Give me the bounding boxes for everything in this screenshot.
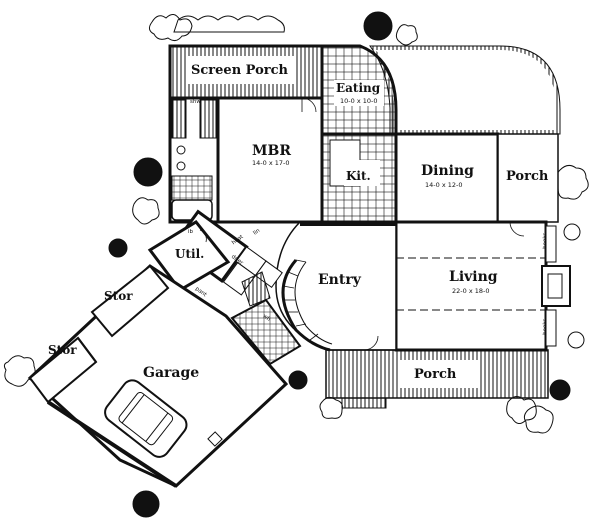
mbr-label: MBR [252,143,291,159]
dining-label: Dining [421,163,474,179]
shrub-bottom-right-2 [523,405,554,434]
small-stair [241,271,271,307]
bookshelf-top [545,225,557,263]
tree-right-bottom [549,379,571,401]
tree-top-right [363,11,393,41]
stor-lower-label: Stor [48,343,77,357]
shrub-bottom-right [506,396,537,424]
car-icon [104,379,188,458]
shrub-right-mid [563,223,581,241]
mbr-dims: 14-0 x 17-0 [252,159,290,167]
hedge-top [173,15,285,33]
tree-bottom-left [132,490,160,518]
shrub-util [108,238,128,258]
eating-label: Eating [336,81,381,95]
util-label: Util. [175,247,205,261]
powder-room [230,298,302,366]
kitchen-label: Kit. [346,169,371,183]
stor-upper-label: Stor [104,289,133,303]
utility-room [147,220,231,292]
shrub-right-low [567,331,585,349]
tree-front-left [288,370,308,390]
shrub-front-porch [319,396,343,419]
living-dims: 22-0 x 18-0 [452,287,490,295]
shrub-bottom-left [3,355,36,387]
living-label: Living [449,269,498,285]
dining-room [394,132,500,224]
shrub-left-mid [132,197,160,225]
garage-label: Garage [143,365,200,381]
shrub-right-porch [554,164,589,200]
curved-stair [281,259,331,352]
books-bottom-label: books [542,318,549,335]
ib-label: ib [188,229,194,235]
shower-stall [171,99,187,139]
porch-right [497,133,559,223]
front-porch [325,349,549,399]
door-swings [199,97,525,351]
screen-porch-label: Screen Porch [191,63,288,78]
entry-label: Entry [318,272,361,288]
living-room [394,220,548,352]
eating-dims: 10-0 x 10-0 [340,97,378,105]
dining-dims: 14-0 x 12-0 [425,181,463,189]
storage-upper [90,264,170,338]
porch-right-label: Porch [506,169,549,184]
bookshelf-bottom [545,309,557,347]
tree-left-mid [133,157,163,187]
shrub-top-left [148,14,193,42]
shrub-top-right [395,24,418,46]
shower-label: shw [190,99,201,105]
porch-front-label: Porch [414,367,457,382]
books-top-label: books [542,232,549,249]
